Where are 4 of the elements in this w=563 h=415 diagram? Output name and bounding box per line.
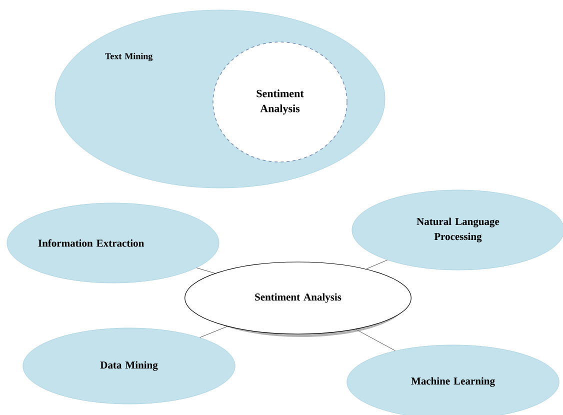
connector-line xyxy=(355,329,396,351)
connector-line xyxy=(366,260,388,270)
connector-line xyxy=(196,268,216,274)
connector-line xyxy=(200,326,228,338)
